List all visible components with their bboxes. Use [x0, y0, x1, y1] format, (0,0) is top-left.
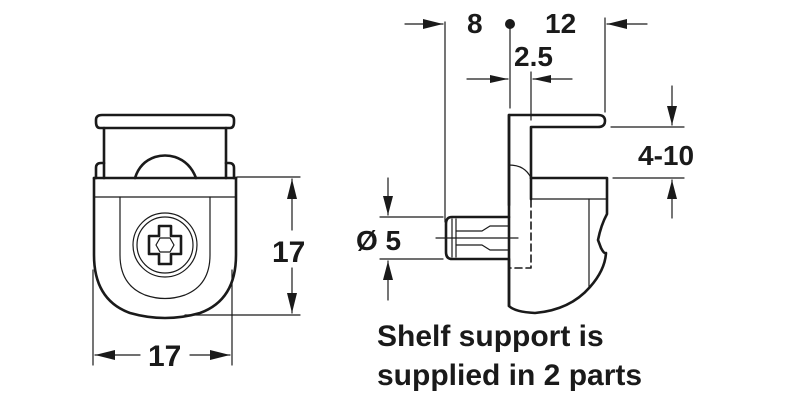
dim-12: 12: [545, 8, 576, 39]
front-width-dim: 17: [148, 340, 181, 373]
front-view: 17 17: [92, 113, 305, 373]
dim-2-5: 2.5: [514, 41, 553, 72]
pin-diameter-dim: Ø 5: [356, 225, 401, 256]
dim-8: 8: [467, 8, 483, 39]
shelf-clip-top: [507, 113, 607, 207]
front-height-dim: 17: [272, 236, 305, 269]
side-view: 8 12 2.5: [356, 8, 694, 315]
top-cap: [94, 113, 236, 130]
hidden-insert: [509, 199, 532, 269]
shelf-thickness-dim: 4-10: [638, 140, 694, 171]
caption-line-2: supplied in 2 parts: [377, 359, 643, 392]
screw-cross-icon: [147, 224, 183, 266]
caption-line-1: Shelf support is: [377, 320, 604, 353]
screw-head: [132, 212, 198, 278]
caption: Shelf support is supplied in 2 parts: [377, 317, 707, 395]
shelf-clip-body: [507, 176, 609, 315]
body-outline: [92, 176, 238, 320]
dome: [133, 154, 198, 180]
